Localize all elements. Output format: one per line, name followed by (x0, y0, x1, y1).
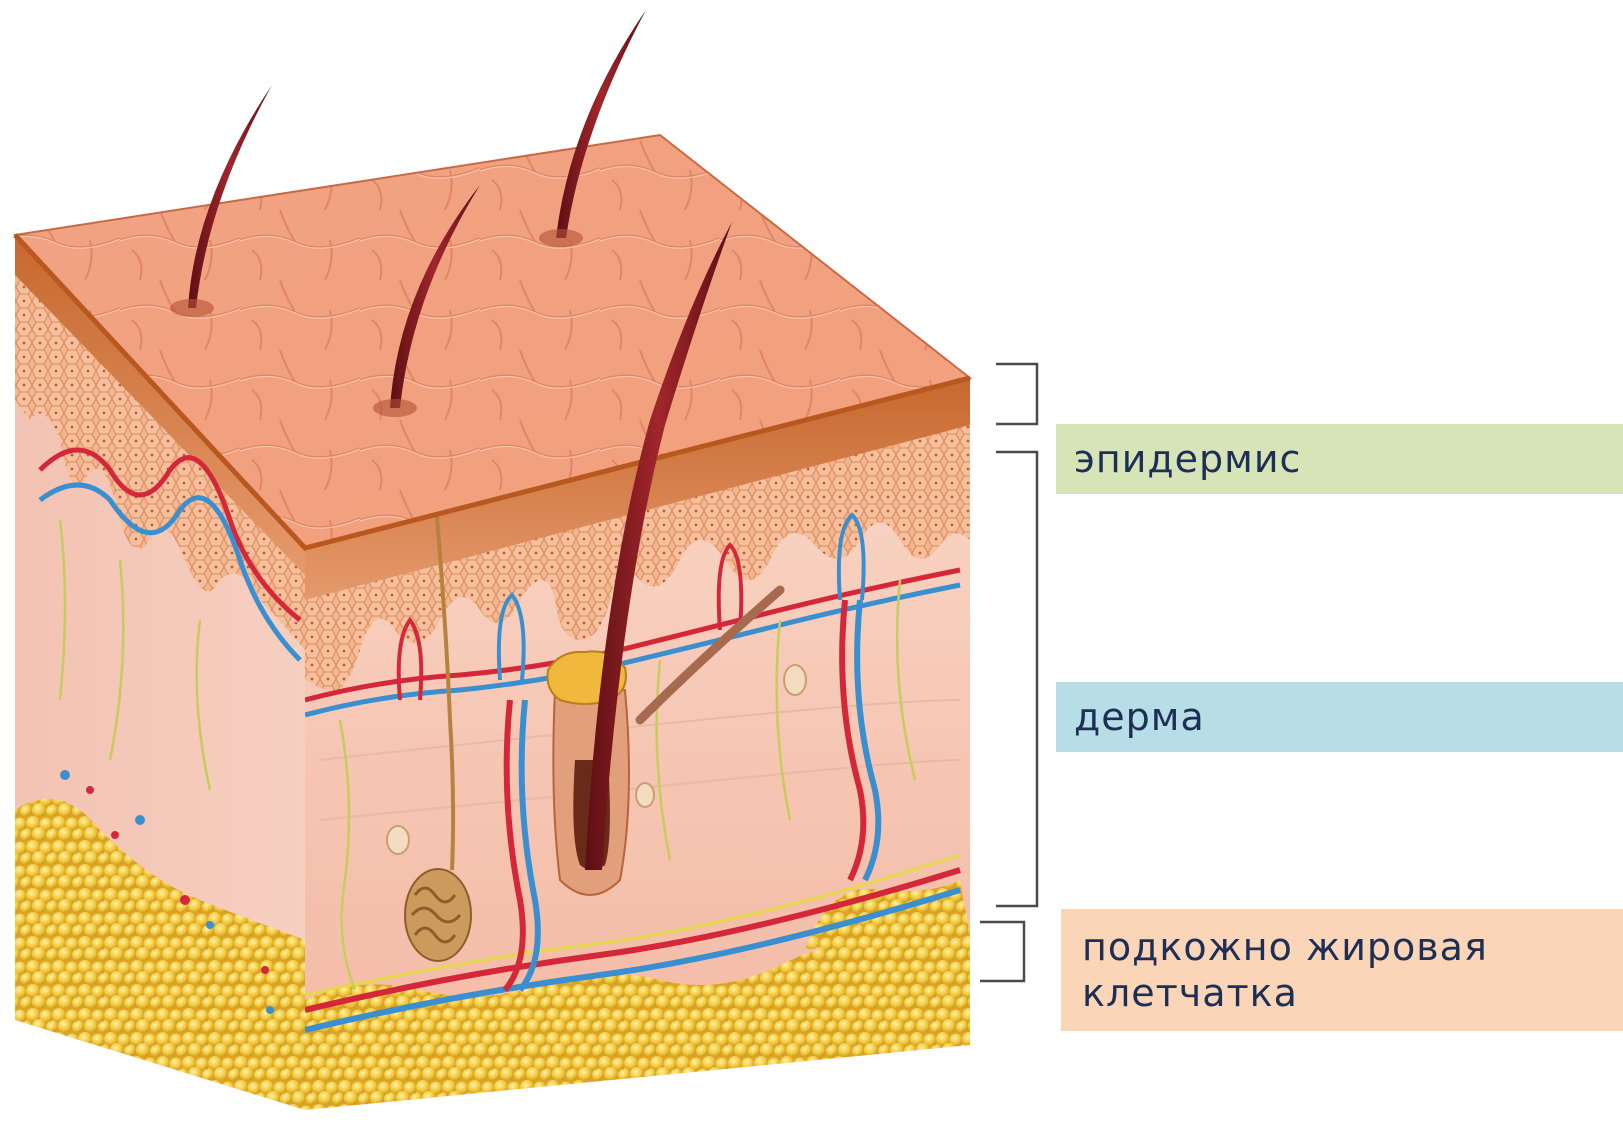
subcutaneous-fat-label-line1: подкожно жировая (1082, 924, 1623, 970)
bracket-epidermis (996, 364, 1037, 424)
bracket-subcutis (980, 922, 1024, 981)
dermis-label-text: дерма (1074, 694, 1205, 740)
skin-block-illustration (15, 10, 970, 1110)
subcutaneous-fat-label-line2: клетчатка (1082, 970, 1623, 1016)
dermis-label: дерма (1056, 682, 1623, 752)
epidermis-label-text: эпидермис (1074, 436, 1301, 482)
subcutaneous-fat-label: подкожно жировая клетчатка (1061, 909, 1623, 1031)
epidermis-label: эпидермис (1056, 424, 1623, 494)
bracket-dermis (996, 452, 1037, 906)
